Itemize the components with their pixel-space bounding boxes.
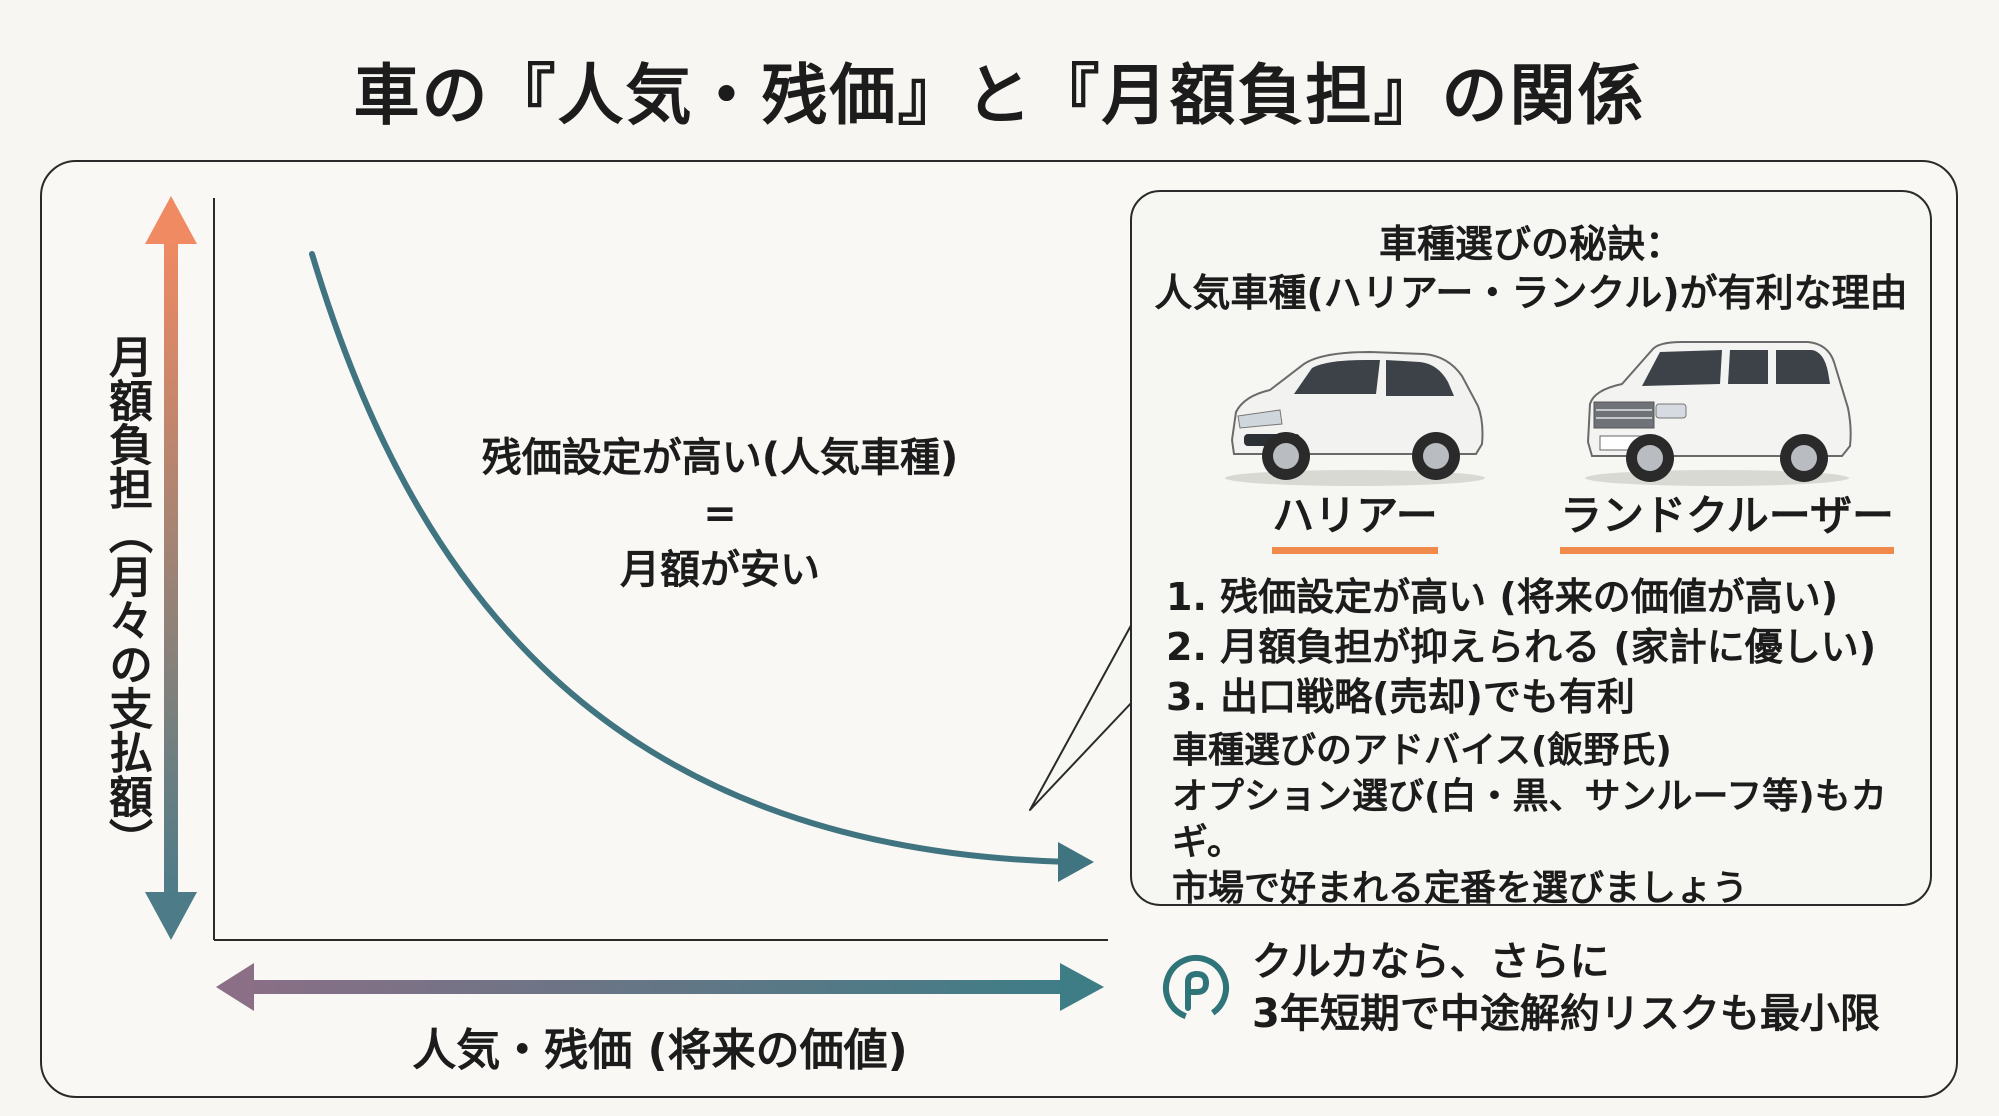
kuruka-logo-icon xyxy=(1163,955,1229,1021)
landcruiser-car-icon xyxy=(1585,341,1852,486)
x-axis-label: 人気・残価 (将来の価値) xyxy=(412,1025,908,1076)
reason-item: 3. 出口戦略(売却)でも有利 xyxy=(1166,675,1635,720)
callout-title-line1: 車種選びの秘訣： xyxy=(1378,222,1683,266)
y-axis-arrow xyxy=(145,196,197,940)
y-axis-label: 月額負担（月々の支払額） xyxy=(101,334,152,862)
reason-item: 1. 残価設定が高い (将来の価値が高い) xyxy=(1166,575,1839,619)
callout-tail xyxy=(1029,619,1135,811)
harrier-car-icon xyxy=(1225,350,1485,486)
value-curve xyxy=(309,251,1073,865)
kuruka-text: クルカなら、さらに 3年短期で中途解約リスクも最小限 xyxy=(1252,936,1880,1040)
advice-heading: 車種選びのアドバイス(飯野氏) xyxy=(1172,730,1672,771)
car-name-landcruiser: ランドクルーザー xyxy=(1560,482,1894,554)
curve-annotation-line3: 月額が安い xyxy=(620,547,820,593)
curve-annotation: 残価設定が高い(人気車種) = 月額が安い xyxy=(440,430,1000,598)
curve-annotation-line1: 残価設定が高い(人気車種) xyxy=(481,435,959,481)
curve-arrowhead xyxy=(1058,842,1094,882)
tips-callout: 車種選びの秘訣： 人気車種(ハリアー・ランクル)が有利な理由 ハリアー ランドク… xyxy=(1130,190,1932,909)
advice-block: 車種選びのアドバイス(飯野氏) オプション選び(白・黒、サンルーフ等)もカギ。 … xyxy=(1172,728,1930,912)
kuruka-line1: クルカなら、さらに xyxy=(1252,939,1610,985)
kuruka-note: クルカなら、さらに 3年短期で中途解約リスクも最小限 xyxy=(1160,936,1880,1040)
advice-line: オプション選び(白・黒、サンルーフ等)もカギ。 xyxy=(1172,776,1887,864)
callout-title: 車種選びの秘訣： 人気車種(ハリアー・ランクル)が有利な理由 xyxy=(1132,220,1930,319)
page-title: 車の『人気・残価』と『月額負担』の関係 xyxy=(353,57,1646,134)
callout-title-line2: 人気車種(ハリアー・ランクル)が有利な理由 xyxy=(1154,271,1908,316)
kuruka-line2: 3年短期で中途解約リスクも最小限 xyxy=(1252,991,1880,1037)
reasons-list: 1. 残価設定が高い (将来の価値が高い) 2. 月額負担が抑えられる (家計に… xyxy=(1166,572,1876,722)
car-name-harrier: ハリアー xyxy=(1272,482,1438,554)
reason-item: 2. 月額負担が抑えられる (家計に優しい) xyxy=(1166,625,1877,670)
curve-annotation-equals: = xyxy=(703,491,737,537)
advice-line: 市場で好まれる定番を選びましょう xyxy=(1172,868,1749,910)
x-axis-arrow xyxy=(216,963,1104,1011)
